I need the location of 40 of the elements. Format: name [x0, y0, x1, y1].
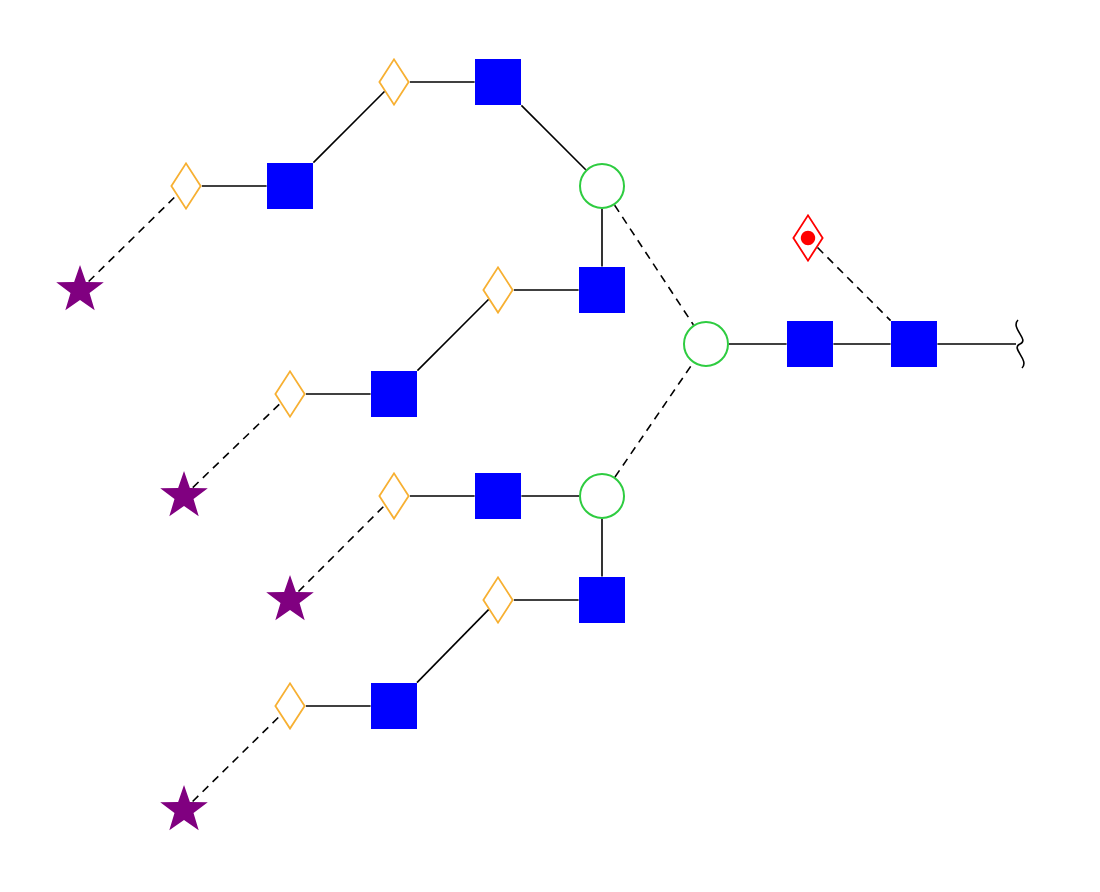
- square-symbol: [267, 163, 313, 209]
- star-symbol: [160, 785, 208, 831]
- square-symbol: [371, 683, 417, 729]
- circle-symbol: [683, 321, 729, 367]
- square-symbol: [891, 321, 937, 367]
- link-line: [201, 185, 268, 187]
- link-line: [409, 495, 476, 497]
- link-line: [601, 518, 603, 578]
- dashed-link-line: [191, 714, 282, 803]
- circle-symbol: [579, 473, 625, 519]
- link-line: [409, 81, 476, 83]
- link-line: [513, 289, 580, 291]
- dashed-link-line: [191, 402, 282, 489]
- dashed-link-line: [297, 504, 386, 593]
- star-symbol: [266, 575, 314, 621]
- square-symbol: [579, 267, 625, 313]
- star-symbol: [160, 471, 208, 517]
- link-line: [513, 599, 580, 601]
- link-line: [601, 208, 603, 268]
- square-symbol: [475, 473, 521, 519]
- dashed-link-line: [87, 194, 178, 283]
- link-line: [305, 393, 372, 395]
- link-line: [936, 343, 1017, 345]
- link-line: [520, 104, 587, 171]
- link-line: [832, 343, 892, 345]
- dashed-link-line: [816, 246, 892, 322]
- square-symbol: [371, 371, 417, 417]
- star-symbol: [56, 265, 104, 311]
- link-line: [416, 298, 490, 372]
- square-symbol: [787, 321, 833, 367]
- link-line: [416, 608, 490, 684]
- dashed-link-line: [613, 204, 695, 326]
- dashed-link-line: [614, 362, 694, 478]
- link-line: [305, 705, 372, 707]
- square-symbol: [579, 577, 625, 623]
- link-line: [520, 495, 580, 497]
- link-line: [728, 343, 788, 345]
- circle-symbol: [579, 163, 625, 209]
- link-line: [312, 90, 386, 164]
- square-symbol: [475, 59, 521, 105]
